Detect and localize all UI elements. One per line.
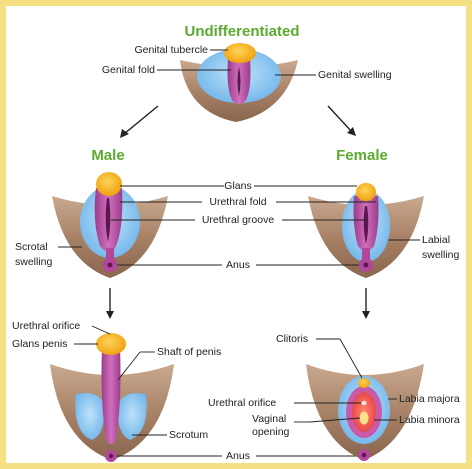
label-anus-adult: Anus [226, 450, 250, 462]
label-scrotal-swelling-line1: Scrotal [15, 241, 48, 253]
arrow-female-down [362, 288, 370, 319]
label-glans: Glans [224, 180, 251, 192]
label-vaginal-opening-line1: Vaginal [252, 413, 286, 425]
label-labial-swelling-line2: swelling [422, 249, 460, 261]
label-scrotal-swelling-line2: swelling [15, 256, 53, 268]
label-clitoris: Clitoris [276, 333, 308, 345]
label-labia-minora: Labia minora [399, 414, 460, 426]
label-urethral-groove: Urethral groove [202, 214, 275, 226]
heading-female: Female [336, 147, 388, 164]
arrow-male-down [106, 288, 114, 319]
label-genital-fold: Genital fold [102, 64, 155, 76]
leader-urethral-orifice-male [92, 326, 110, 334]
label-anus: Anus [226, 259, 250, 271]
leader-clitoris-diagonal [340, 339, 362, 378]
arrow-to-male [120, 106, 158, 138]
label-genital-tubercle: Genital tubercle [134, 44, 208, 56]
male-adult-illustration [50, 333, 174, 462]
label-urethral-fold: Urethral fold [209, 196, 266, 208]
label-genital-swelling: Genital swelling [318, 69, 392, 81]
label-shaft-of-penis: Shaft of penis [157, 346, 221, 358]
male-intermediate-illustration [52, 172, 168, 278]
label-glans-penis: Glans penis [12, 338, 67, 350]
label-labial-swelling-line1: Labial [422, 234, 450, 246]
arrow-to-female [328, 106, 356, 136]
female-intermediate-illustration [308, 183, 424, 278]
heading-male: Male [91, 147, 124, 164]
label-urethral-orifice-female: Urethral orifice [208, 397, 276, 409]
label-labia-majora: Labia majora [399, 393, 460, 405]
label-vaginal-opening-line2: opening [252, 426, 290, 438]
label-urethral-orifice-male: Urethral orifice [12, 320, 80, 332]
heading-undifferentiated: Undifferentiated [184, 23, 299, 40]
label-scrotum: Scrotum [169, 429, 208, 441]
female-adult-illustration [306, 364, 424, 461]
